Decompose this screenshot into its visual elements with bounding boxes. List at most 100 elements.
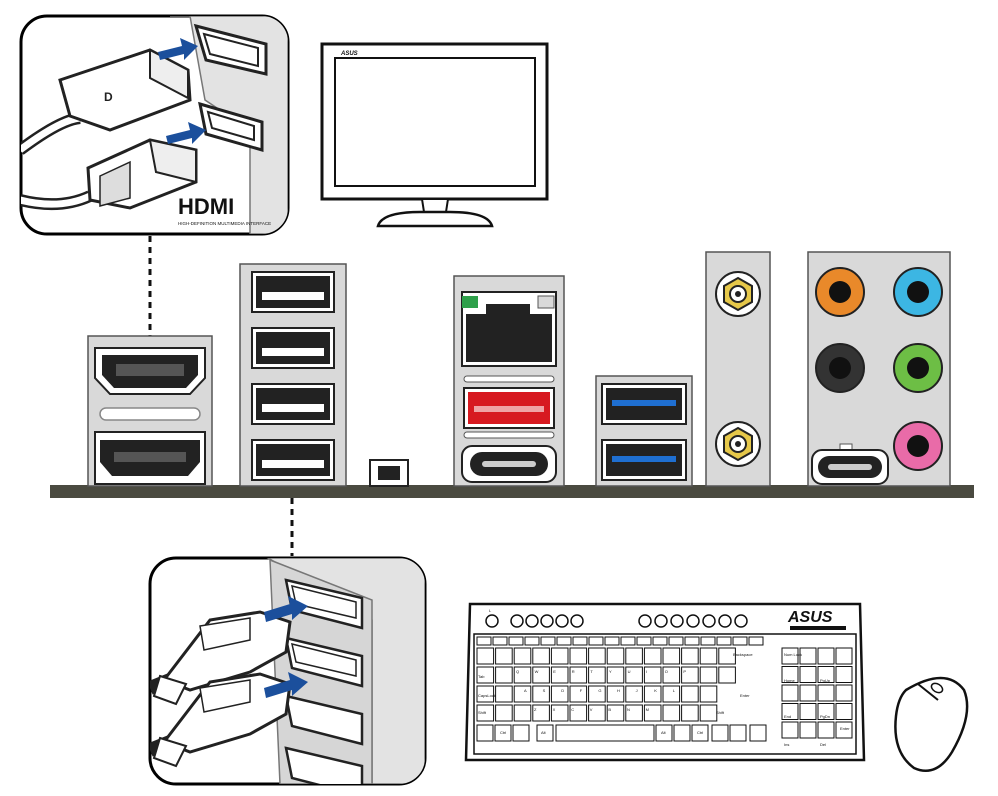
key-letter-g: G bbox=[598, 688, 601, 693]
hdmi-logo-tagline: HIGH-DEFINITION MULTIMEDIA INTERFACE bbox=[178, 221, 271, 226]
key-letter-i: I bbox=[646, 669, 647, 674]
keyboard-key bbox=[749, 724, 767, 742]
keyboard-key bbox=[817, 647, 835, 665]
keyboard-key bbox=[817, 721, 835, 739]
monitor-icon: ASUS bbox=[320, 42, 549, 228]
displayport-port bbox=[94, 347, 206, 395]
keyboard-key bbox=[684, 636, 700, 646]
keyboard-key bbox=[643, 685, 662, 703]
keyboard-key bbox=[569, 704, 588, 722]
key-letter-j: J bbox=[636, 688, 638, 693]
keyboard-key bbox=[673, 724, 691, 742]
key-capslock: CapsLock bbox=[478, 693, 496, 698]
keyboard-key bbox=[681, 685, 699, 703]
keyboard-key bbox=[636, 636, 652, 646]
usb2-port-stack bbox=[239, 263, 347, 487]
keyboard-key bbox=[588, 636, 604, 646]
keyboard-key bbox=[835, 703, 853, 720]
keyboard-key bbox=[817, 703, 835, 720]
keyboard-key bbox=[588, 666, 606, 684]
key-shift-right: Shift bbox=[716, 710, 725, 715]
inset-usb-port bbox=[284, 578, 364, 630]
keyboard-key bbox=[476, 685, 495, 703]
keyboard-key bbox=[550, 647, 569, 665]
key-letter-r: R bbox=[572, 669, 575, 674]
lan-led bbox=[537, 295, 555, 309]
keyboard-key bbox=[699, 666, 718, 684]
key-letter-k: K bbox=[654, 688, 657, 693]
keyboard-key bbox=[550, 704, 569, 722]
key-numlock: Num Lock bbox=[784, 652, 802, 657]
keyboard-key bbox=[681, 647, 699, 665]
keyboard-key bbox=[662, 704, 681, 722]
key-alt-left: Alt bbox=[541, 730, 547, 735]
audio-jack-black bbox=[815, 343, 865, 393]
audio-jack-block bbox=[807, 251, 951, 487]
insert-arrow-icon bbox=[264, 596, 308, 698]
keyboard-key bbox=[572, 636, 588, 646]
key-tab: Tab bbox=[478, 674, 485, 679]
key-letter-y: Y bbox=[609, 669, 612, 674]
keyboard-key bbox=[550, 666, 569, 684]
keyboard-key bbox=[691, 724, 709, 742]
key-enter: Enter bbox=[740, 693, 750, 698]
keyboard-key bbox=[711, 724, 729, 742]
keyboard-key bbox=[625, 666, 643, 684]
keyboard-key bbox=[555, 724, 655, 742]
inset-hdmi-port bbox=[198, 101, 264, 152]
key-insert: Ins bbox=[784, 742, 789, 747]
usb-plug-icon bbox=[150, 672, 292, 768]
usb-typec-port bbox=[461, 445, 557, 483]
keyboard-l-mark: L bbox=[489, 608, 492, 613]
usb-port-red bbox=[463, 387, 555, 429]
dp-hdmi-port-block bbox=[87, 335, 213, 487]
usb2-port bbox=[251, 327, 335, 369]
keyboard-key bbox=[512, 724, 530, 742]
key-num-enter: Enter bbox=[840, 726, 850, 731]
usb2-port bbox=[251, 383, 335, 425]
keyboard-key bbox=[835, 684, 853, 702]
hdmi-plug-icon bbox=[21, 138, 198, 211]
keyboard-key bbox=[495, 685, 513, 703]
keyboard-key bbox=[681, 704, 699, 722]
keyboard-key bbox=[606, 704, 625, 722]
keyboard-key bbox=[662, 685, 681, 703]
keyboard-key bbox=[476, 647, 495, 665]
keyboard-key bbox=[817, 684, 835, 702]
keyboard-key bbox=[532, 666, 550, 684]
keyboard-key bbox=[700, 636, 716, 646]
keyboard-key bbox=[604, 636, 620, 646]
key-alt-right: Alt bbox=[661, 730, 667, 735]
keyboard-key bbox=[556, 636, 572, 646]
key-ctrl-right: Ctrl bbox=[697, 730, 703, 735]
keyboard-key bbox=[625, 704, 643, 722]
keyboard-key bbox=[513, 666, 532, 684]
media-buttons bbox=[485, 614, 748, 628]
hdmi-logo: HDMI bbox=[178, 194, 234, 219]
keyboard-key bbox=[495, 647, 513, 665]
key-end: End bbox=[784, 714, 791, 719]
key-letter-v: V bbox=[590, 707, 593, 712]
lan-led-green bbox=[462, 296, 478, 308]
audio-usb-typec-port bbox=[811, 449, 889, 485]
keyboard-icon: ASUS L Backspace Tab CapsLock Enter Shif… bbox=[464, 602, 866, 762]
inset-displayport-port bbox=[193, 23, 268, 76]
antenna-connector bbox=[715, 421, 761, 467]
keyboard-key bbox=[681, 666, 699, 684]
keyboard-key bbox=[495, 666, 513, 684]
key-shift-left: Shift bbox=[478, 710, 487, 715]
key-pgup: PgUp bbox=[820, 678, 831, 683]
motherboard-edge bbox=[50, 485, 974, 498]
port-spacer bbox=[99, 407, 201, 421]
keyboard-key bbox=[799, 703, 817, 720]
key-backspace: Backspace bbox=[733, 652, 753, 657]
key-letter-e: E bbox=[553, 669, 556, 674]
keyboard-key bbox=[588, 704, 606, 722]
keyboard-key bbox=[817, 666, 835, 683]
key-home: Home bbox=[784, 678, 795, 683]
keyboard-key bbox=[625, 647, 643, 665]
key-letter-x: X bbox=[553, 707, 556, 712]
key-letter-b: B bbox=[608, 707, 611, 712]
keyboard-key bbox=[550, 685, 569, 703]
key-delete: Del bbox=[820, 742, 826, 747]
